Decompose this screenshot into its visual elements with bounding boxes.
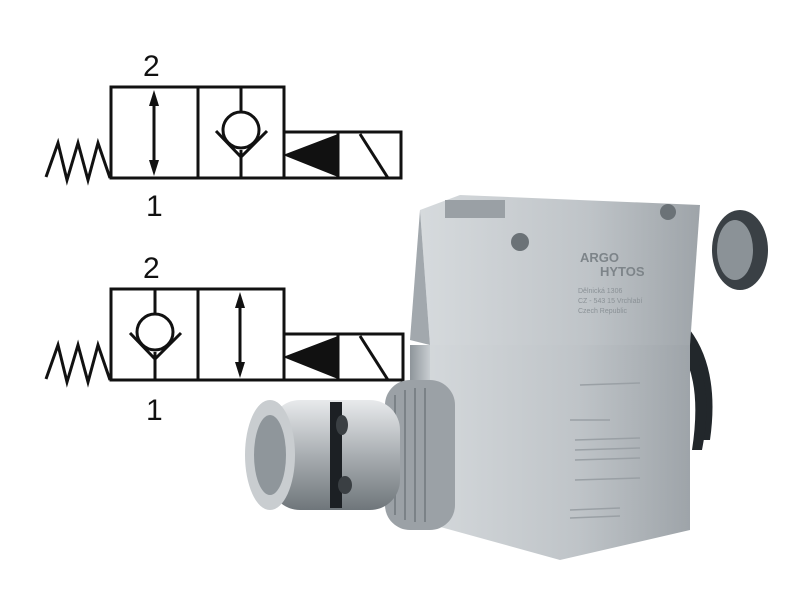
address-line-3: Czech Republic — [578, 308, 628, 315]
brand-logo-line2: HYTOS — [600, 264, 645, 279]
valve-product-image: ARGO HYTOS Dělnická 1306 CZ - 543 15 Vrc… — [245, 195, 768, 560]
flow-arrow-icon — [235, 292, 245, 378]
hydraulic-symbol-2: 2 1 — [44, 252, 405, 427]
hydraulic-symbol-1: 2 1 — [44, 50, 403, 223]
flow-arrow-icon — [149, 90, 159, 176]
address-line-1: Dělnická 1306 — [578, 288, 622, 295]
check-valve-icon — [128, 289, 183, 380]
brand-logo: ARGO — [580, 250, 619, 265]
spring-icon — [44, 137, 112, 186]
port-label-2: 2 — [143, 252, 160, 285]
solenoid-icon — [282, 130, 403, 180]
check-valve-icon — [214, 87, 269, 178]
solenoid-icon — [282, 332, 405, 382]
address-line-2: CZ - 543 15 Vrchlabí — [578, 298, 642, 305]
port-label-1: 1 — [146, 190, 163, 223]
port-label-1: 1 — [146, 394, 163, 427]
spring-icon — [44, 339, 112, 388]
port-label-2: 2 — [143, 50, 160, 83]
